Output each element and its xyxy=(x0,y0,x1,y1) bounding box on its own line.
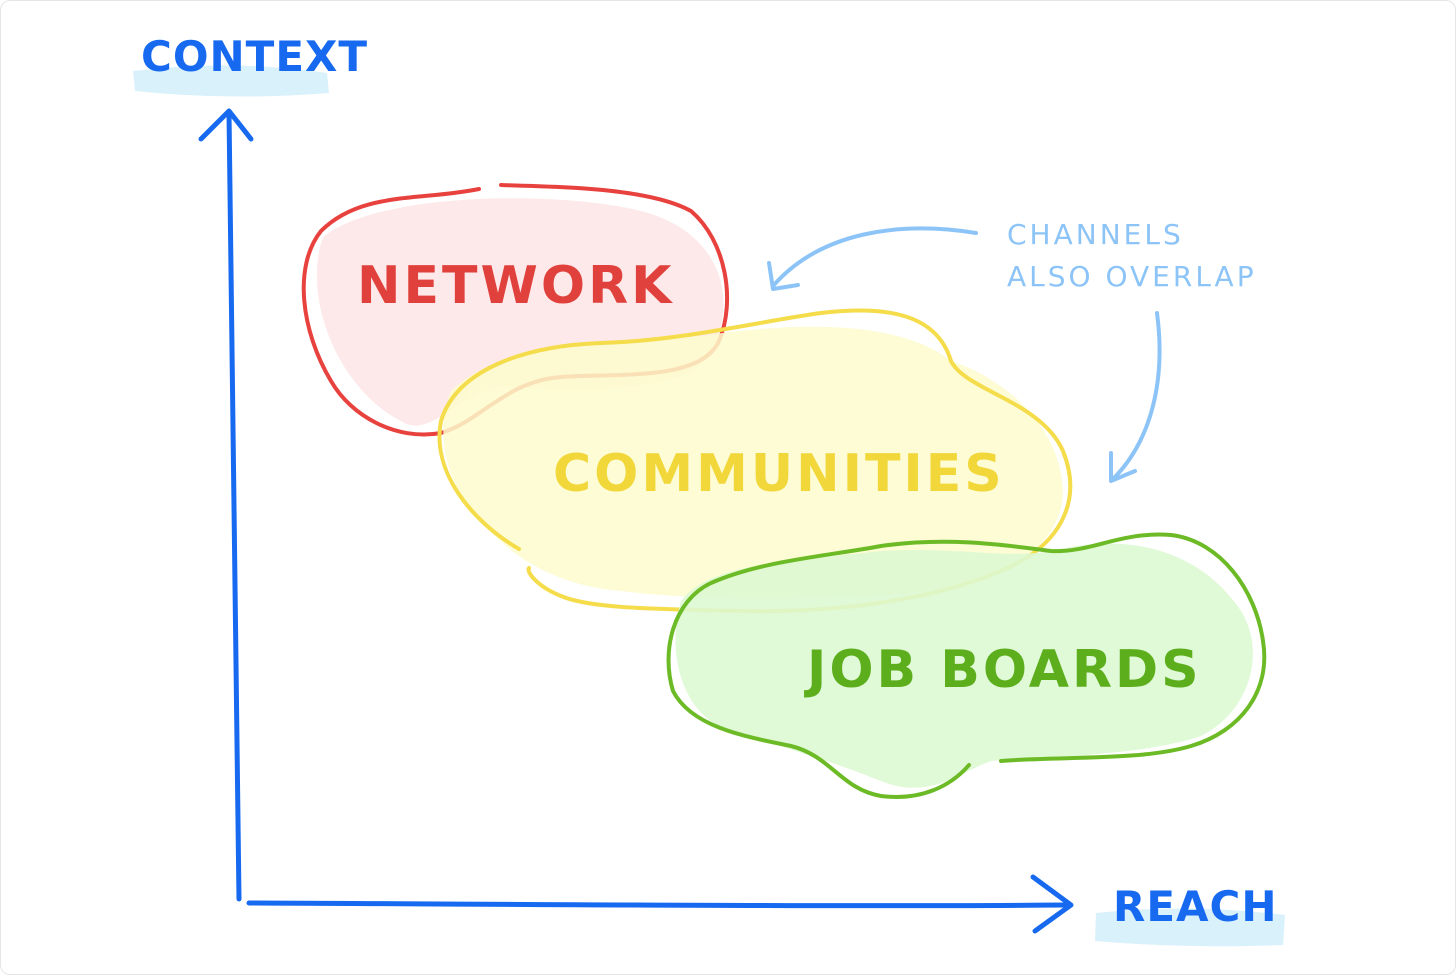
job-boards-region-outline xyxy=(666,532,1267,799)
job-boards-label: Job Boards xyxy=(804,640,1202,700)
y-axis-label: Context xyxy=(141,32,368,81)
job-boards-region-fill xyxy=(675,543,1253,788)
annotation-line-1: Channels xyxy=(1007,218,1184,251)
communities-region-fill xyxy=(443,326,1063,599)
x-axis-line xyxy=(246,900,1072,909)
x-label-highlight xyxy=(1095,908,1285,947)
x-axis-label: Reach xyxy=(1113,882,1278,931)
annotation-arrow-up xyxy=(771,226,978,288)
annotation-arrowhead-down xyxy=(1109,451,1137,483)
y-label-highlight xyxy=(133,65,329,97)
annotation-arrow-down xyxy=(1111,311,1162,481)
y-axis-line xyxy=(226,110,242,902)
annotation-arrowhead-up xyxy=(767,261,800,291)
annotation-line-2: also overlap xyxy=(1007,260,1257,293)
x-axis-arrowhead xyxy=(1030,874,1074,934)
y-axis-arrowhead xyxy=(198,108,254,142)
communities-label: Communities xyxy=(553,444,1005,504)
network-label: Network xyxy=(357,256,674,316)
